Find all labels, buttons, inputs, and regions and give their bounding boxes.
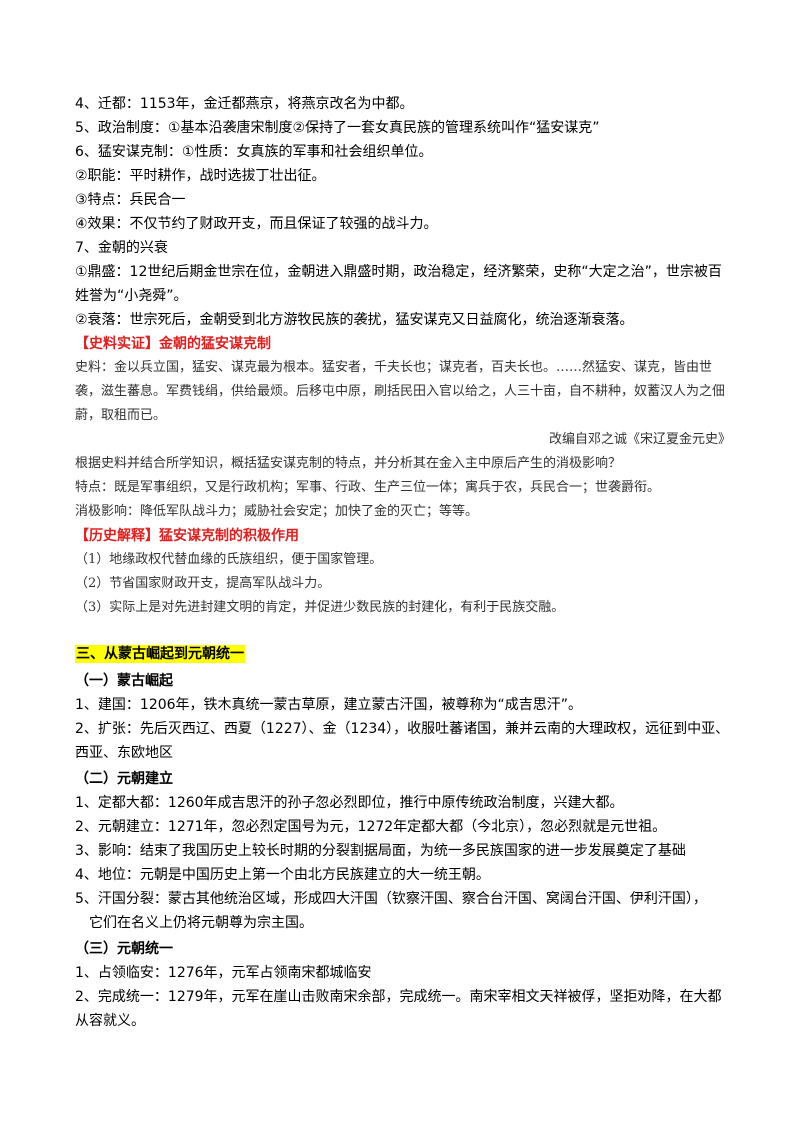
text-line: 4、迁都：1153年，金迁都燕京，将燕京改名为中都。 — [75, 96, 414, 112]
text-line: 2、元朝建立：1271年，忽必烈定国号为元，1272年定都大都（今北京），忽必烈… — [75, 819, 667, 835]
subsection-heading: （一）蒙古崛起 — [75, 673, 173, 689]
text-line: 4、地位：元朝是中国历史上第一个由北方民族建立的大一统王朝。 — [75, 867, 490, 883]
source-text: 史料：金以兵立国，猛安、谋克最为根本。猛安者，千夫长也；谋克者，百夫长也。……然… — [75, 360, 726, 423]
text-line: 它们在名义上仍将元朝尊为宗主国。 — [89, 915, 313, 931]
text-line: 7、金朝的兴衰 — [75, 240, 168, 256]
text-line: 3、影响：结束了我国历史上较长时期的分裂割据局面，为统一多民族国家的进一步发展奠… — [75, 843, 686, 859]
text-line: 1、建国：1206年，铁木真统一蒙古草原，建立蒙古汗国，被尊称为“成吉思汗”。 — [75, 697, 583, 713]
box-title-source-evidence: 【史料实证】金朝的猛安谋克制 — [75, 336, 271, 352]
text-line: ②衰落：世宗死后，金朝受到北方游牧民族的袭扰，猛安谋克又日益腐化，统治逐渐衰落。 — [75, 312, 634, 328]
text-line: 5、政治制度：①基本沿袭唐宋制度②保持了一套女真民族的管理系统叫作“猛安谋克” — [75, 120, 600, 136]
text-line: 5、汗国分裂：蒙古其他统治区域，形成四大汗国（钦察汗国、察合台汗国、窝阔台汗国、… — [75, 891, 707, 907]
source-citation: 改编自邓之诚《宋辽夏金元史》 — [548, 432, 731, 447]
text-line: ④效果：不仅节约了财政开支，而且保证了较强的战斗力。 — [75, 216, 438, 232]
text-line: ②职能：平时耕作，战时选拔丁壮出征。 — [75, 168, 326, 184]
answer-trait: 特点：既是军事组织，又是行政机构；军事、行政、生产三位一体；寓兵于农，兵民合一；… — [75, 480, 661, 495]
subsection-heading: （二）元朝建立 — [75, 771, 173, 787]
text-paragraph: 2、完成统一：1279年，元军在崖山击败南宋余部，完成统一。南宋宰相文天祥被俘，… — [75, 989, 722, 1029]
text-line: 1、占领临安：1276年，元军占领南宋都城临安 — [75, 965, 372, 981]
point-line: （1）地缘政权代替血缘的氏族组织，便于国家管理。 — [75, 552, 383, 567]
point-line: （3）实际上是对先进封建文明的肯定，并促进少数民族的封建化，有利于民族交融。 — [75, 600, 565, 615]
text-line: 6、猛安谋克制：①性质：女真族的军事和社会组织单位。 — [75, 144, 433, 160]
section-heading-wrap: 三、从蒙古崛起到元朝统一 — [75, 640, 735, 667]
question-text: 根据史料并结合所学知识，概括猛安谋克制的特点，并分析其在金入主中原后产生的消极影… — [75, 456, 622, 471]
text-line: 1、定都大都：1260年成吉思汗的孙子忽必烈即位，推行中原传统政治制度，兴建大都… — [75, 795, 624, 811]
text-paragraph: ①鼎盛：12世纪后期金世宗在位，金朝进入鼎盛时期，政治稳定，经济繁荣，史称“大定… — [75, 264, 722, 304]
subsection-heading: （三）元朝统一 — [75, 941, 173, 957]
answer-negative: 消极影响：降低军队战斗力；威胁社会安定；加快了金的灭亡；等等。 — [75, 504, 479, 519]
box-title-history-explanation: 【历史解释】猛安谋克制的积极作用 — [75, 528, 299, 544]
text-line: ③特点：兵民合一 — [75, 192, 186, 208]
point-line: （2）节省国家财政开支，提高军队战斗力。 — [75, 576, 331, 591]
document-page: 4、迁都：1153年，金迁都燕京，将燕京改名为中都。 5、政治制度：①基本沿袭唐… — [75, 92, 735, 1033]
text-paragraph: 2、扩张：先后灭西辽、西夏（1227）、金（1234），收服吐蕃诸国，兼并云南的… — [75, 721, 730, 761]
section-heading: 三、从蒙古崛起到元朝统一 — [75, 645, 245, 663]
